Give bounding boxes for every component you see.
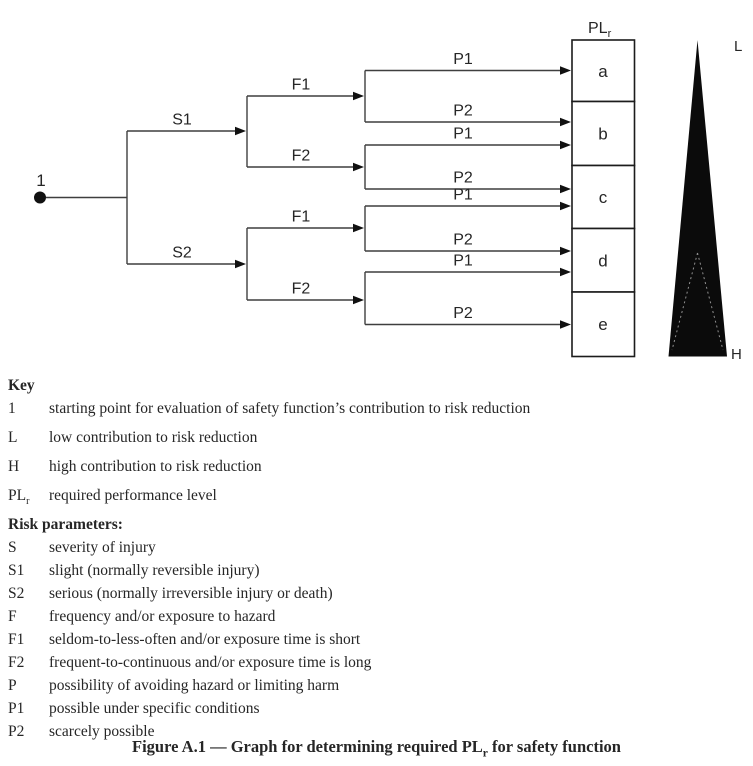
key-definition: scarcely possible xyxy=(49,723,155,741)
risk-scale-inner-dashed-triangle xyxy=(671,252,724,351)
risk-parameter-item: S1 slight (normally reversible injury) xyxy=(8,559,748,582)
arrowhead xyxy=(560,184,571,194)
branch-label-p2: P2 xyxy=(453,170,473,187)
key-definition: serious (normally irreversible injury or… xyxy=(49,585,333,603)
pl-box-label-b: b xyxy=(598,125,607,144)
arrowhead xyxy=(353,223,364,233)
pl-box-label-d: d xyxy=(598,252,607,271)
key-heading: Key xyxy=(8,377,35,394)
pl-box-label-e: e xyxy=(598,315,607,334)
key-term: PLr xyxy=(8,487,30,508)
branch-label-p1: P1 xyxy=(453,126,473,143)
arrowhead xyxy=(560,201,571,211)
key-term: P1 xyxy=(8,700,25,718)
risk-scale-triangle xyxy=(668,40,727,357)
key-definition: high contribution to risk reduction xyxy=(49,458,262,476)
key-item: H high contribution to risk reduction xyxy=(8,455,748,484)
risk-parameter-item: F2 frequent-to-continuous and/or exposur… xyxy=(8,651,748,674)
key-term: F1 xyxy=(8,631,25,649)
branch-label-f1: F1 xyxy=(292,77,311,94)
branch-label-p2: P2 xyxy=(453,103,473,120)
key-term: P2 xyxy=(8,723,25,741)
key-term: L xyxy=(8,429,18,447)
branch-label-f1: F1 xyxy=(292,209,311,226)
figure-caption: Figure A.1 — Graph for determining requi… xyxy=(0,737,753,759)
key-term: H xyxy=(8,458,20,476)
branch-label-p2: P2 xyxy=(453,232,473,249)
key-section: Key 1 starting point for evaluation of s… xyxy=(8,374,748,743)
pl-box-e xyxy=(571,291,636,358)
risk-parameter-item: F1 seldom-to-less-often and/or exposure … xyxy=(8,628,748,651)
scale-low-label: L xyxy=(734,38,742,55)
arrowhead xyxy=(353,295,364,305)
arrowhead xyxy=(560,320,571,329)
scale-high-label: H xyxy=(731,346,742,363)
key-definition: possible under specific conditions xyxy=(49,700,260,718)
key-item: L low contribution to risk reduction xyxy=(8,426,748,455)
arrowhead xyxy=(560,267,571,277)
branch-label-p1: P1 xyxy=(453,187,473,204)
risk-graph-diagram: 1 S1 S2 F1 F2 F1 F2 P1 P2 xyxy=(34,20,742,363)
key-definition: severity of injury xyxy=(49,539,156,557)
risk-parameter-item: P1 possible under specific conditions xyxy=(8,697,748,720)
key-definition: required performance level xyxy=(49,487,217,505)
key-term: S2 xyxy=(8,585,25,603)
key-definition: starting point for evaluation of safety … xyxy=(49,400,531,417)
arrowhead xyxy=(235,259,246,269)
key-term: F2 xyxy=(8,654,25,672)
arrowhead xyxy=(560,246,571,256)
key-definition: slight (normally reversible injury) xyxy=(49,562,260,580)
arrowhead xyxy=(560,140,571,150)
key-definition: low contribution to risk reduction xyxy=(49,429,258,447)
key-definition: possibility of avoiding hazard or limiti… xyxy=(49,677,340,695)
branch-label-p2: P2 xyxy=(453,305,473,322)
pl-box-label-c: c xyxy=(599,188,608,207)
key-item: 1 starting point for evaluation of safet… xyxy=(8,397,748,426)
key-term: F xyxy=(8,608,17,626)
key-definition: seldom-to-less-often and/or exposure tim… xyxy=(49,631,361,649)
key-term: 1 xyxy=(8,400,16,417)
pl-box-label-a: a xyxy=(598,62,608,81)
risk-parameter-item: S2 serious (normally irreversible injury… xyxy=(8,582,748,605)
key-term: P xyxy=(8,677,17,695)
key-definition: frequency and/or exposure to hazard xyxy=(49,608,276,626)
start-point-label: 1 xyxy=(36,171,45,190)
plr-column-header: PLr xyxy=(588,20,612,40)
plr-subscript: r xyxy=(608,28,612,40)
branch-label-p1: P1 xyxy=(453,253,473,270)
key-definition: frequent-to-continuous and/or exposure t… xyxy=(49,654,372,672)
branch-label-f2: F2 xyxy=(292,281,311,298)
risk-parameter-item: S severity of injury xyxy=(8,536,748,559)
key-item: PLr required performance level xyxy=(8,484,748,513)
caption-subscript: r xyxy=(482,747,488,760)
key-term: S1 xyxy=(8,562,25,580)
key-term: S xyxy=(8,539,17,557)
branch-label-s1: S1 xyxy=(172,112,192,129)
risk-parameter-item: P2 scarcely possible xyxy=(8,720,748,743)
arrowhead xyxy=(353,91,364,101)
branch-label-f2: F2 xyxy=(292,148,311,165)
arrowhead xyxy=(560,117,571,127)
branch-label-p1: P1 xyxy=(453,51,473,68)
caption-suffix: for safety function xyxy=(487,737,621,756)
risk-parameter-item: P possibility of avoiding hazard or limi… xyxy=(8,674,748,697)
arrowhead xyxy=(560,66,571,75)
arrowhead xyxy=(353,162,364,172)
arrowhead xyxy=(235,126,246,136)
caption-prefix: Figure A.1 — Graph for determining requi… xyxy=(132,737,483,756)
start-point-dot xyxy=(34,191,46,204)
plr-main: PL xyxy=(588,20,608,37)
branch-label-s2: S2 xyxy=(172,245,192,262)
pl-box-d xyxy=(571,227,636,293)
risk-parameter-item: F frequency and/or exposure to hazard xyxy=(8,605,748,628)
risk-parameters-heading: Risk parameters: xyxy=(8,516,123,534)
